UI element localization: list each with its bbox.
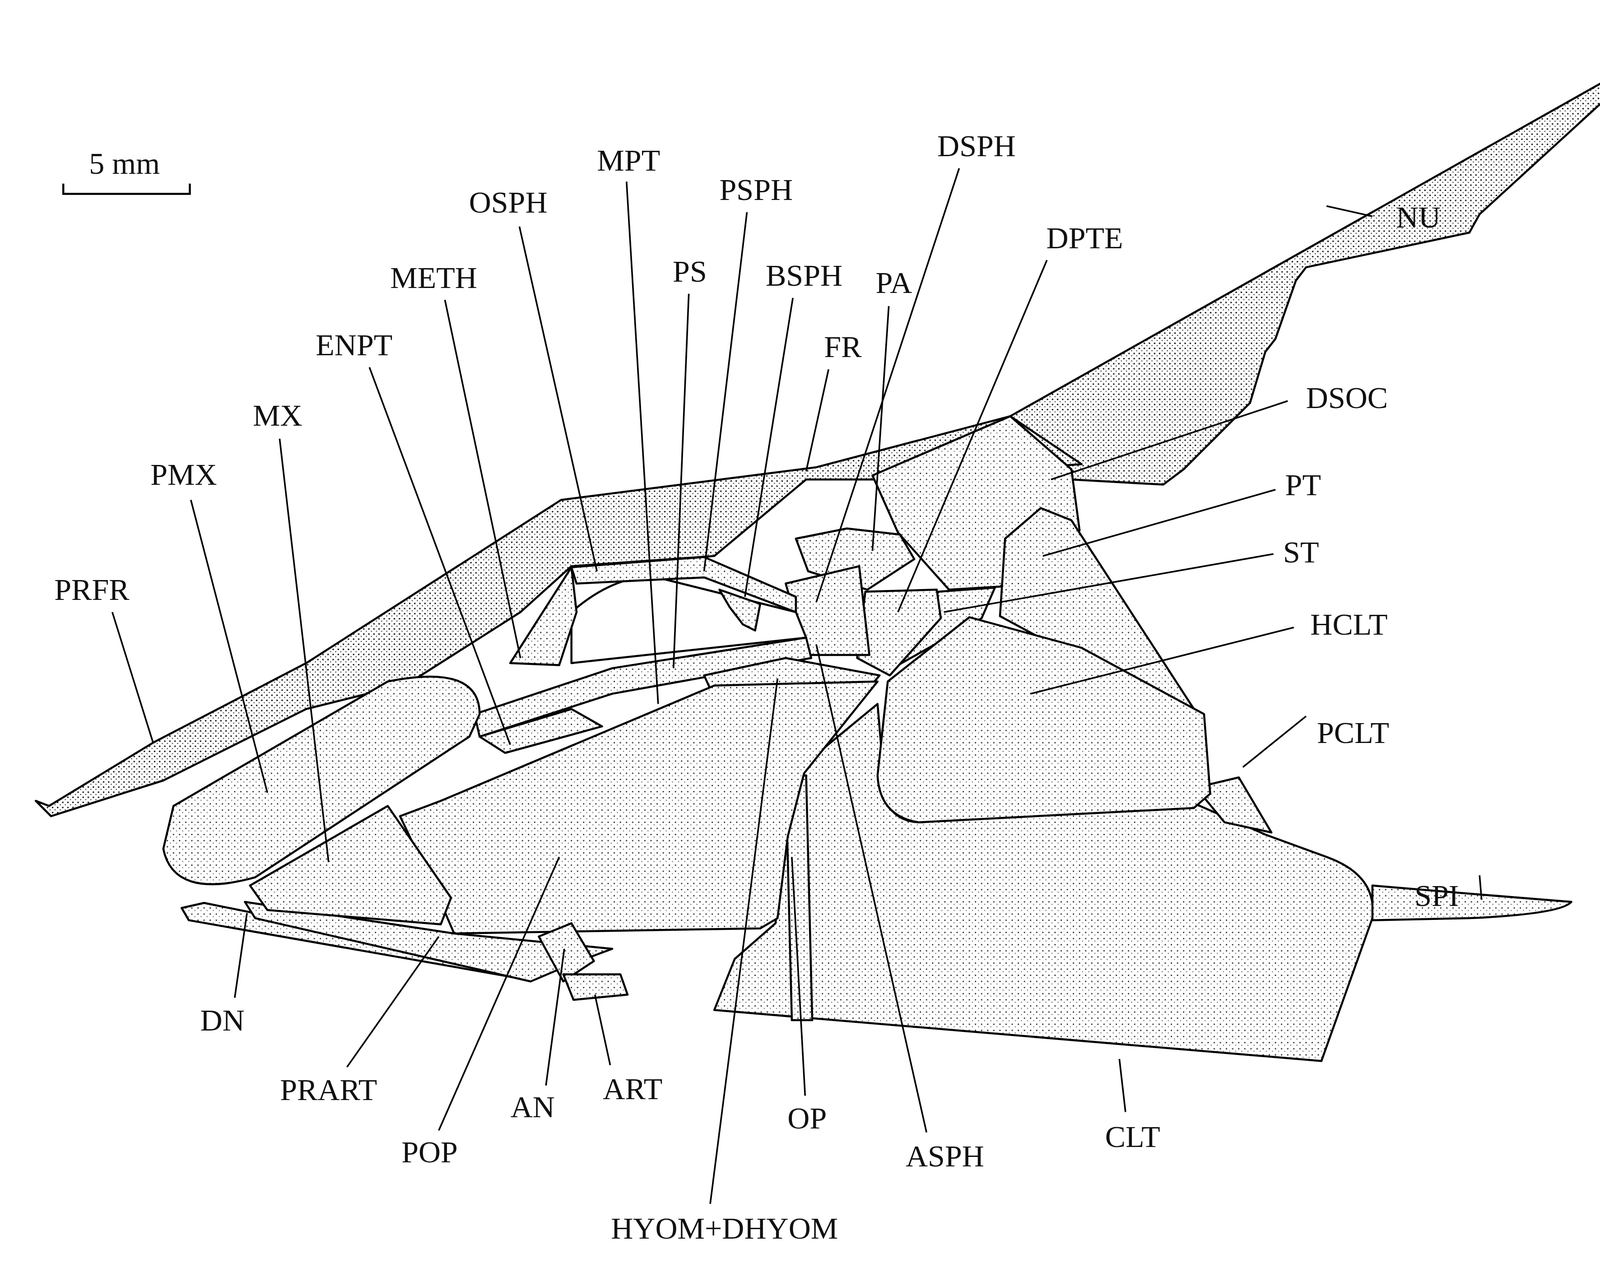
leader-line [438, 856, 560, 1131]
leader-line [673, 293, 689, 669]
leader-line [744, 297, 793, 597]
part-label: PMX [150, 459, 217, 490]
part-label: PRART [279, 1074, 377, 1106]
part-label: POP [401, 1136, 458, 1168]
spine [1372, 885, 1572, 921]
part-label: PCLT [1316, 717, 1390, 749]
part-label: PA [875, 267, 913, 298]
part-label: DSPH [937, 130, 1016, 162]
leader-line [1479, 875, 1482, 900]
part-label: HCLT [1310, 609, 1388, 640]
part-label: PRFR [54, 574, 130, 605]
leader-line [704, 212, 748, 572]
part-label: MPT [596, 144, 661, 176]
part-label: ENPT [315, 329, 393, 361]
part-label: PT [1285, 469, 1321, 501]
orbitosphenoid [510, 567, 577, 666]
leader-line [545, 948, 565, 1086]
leader-line [897, 260, 1047, 613]
leader-line [347, 936, 439, 1068]
leader-line [234, 913, 247, 999]
nuchal-spine [1010, 51, 1600, 485]
part-label: AN [510, 1091, 555, 1123]
leader-line [112, 612, 154, 743]
scale-bar [63, 183, 190, 195]
leader-line [1042, 489, 1276, 557]
leader-line [806, 369, 829, 472]
leader-line [595, 995, 611, 1066]
leader-line [944, 553, 1274, 613]
part-label: DSOC [1306, 382, 1388, 414]
angular [538, 923, 594, 982]
scale-label: 5 mm [88, 148, 160, 179]
leader-line [710, 678, 778, 1205]
leader-line [279, 438, 329, 863]
part-label: OSPH [469, 186, 548, 218]
part-label: OP [787, 1102, 827, 1134]
leader-line [190, 499, 268, 793]
part-label: ART [602, 1073, 663, 1105]
part-label: PS [672, 255, 707, 287]
part-label: NU [1396, 201, 1441, 233]
leader-line [1119, 1059, 1126, 1113]
premaxilla [163, 676, 480, 885]
leader-line [816, 168, 959, 603]
leader-line [626, 181, 659, 704]
leader-line [444, 299, 521, 658]
leader-line [1326, 206, 1373, 217]
leader-line [1242, 716, 1307, 768]
part-label: SPI [1414, 880, 1459, 912]
part-label: ASPH [905, 1140, 985, 1172]
part-label: ST [1283, 536, 1319, 568]
leader-line [1051, 400, 1288, 480]
hypercleithrum [877, 617, 1211, 823]
leader-line [791, 856, 805, 1096]
part-label: BSPH [765, 260, 843, 291]
leader-line [519, 226, 597, 572]
part-label: CLT [1105, 1121, 1161, 1153]
part-label: DPTE [1046, 222, 1124, 254]
part-label: FR [823, 331, 862, 363]
part-label: MX [252, 400, 303, 431]
part-label: METH [390, 262, 478, 294]
leader-line [872, 306, 889, 551]
part-label: DN [200, 1004, 245, 1036]
leader-line [1030, 627, 1294, 694]
leader-line [816, 644, 927, 1133]
part-label: PSPH [719, 174, 794, 205]
part-label: HYOM+DHYOM [610, 1213, 838, 1244]
basisphenoid [719, 589, 760, 631]
leader-line [369, 367, 511, 745]
pterosphenoid [571, 557, 796, 613]
